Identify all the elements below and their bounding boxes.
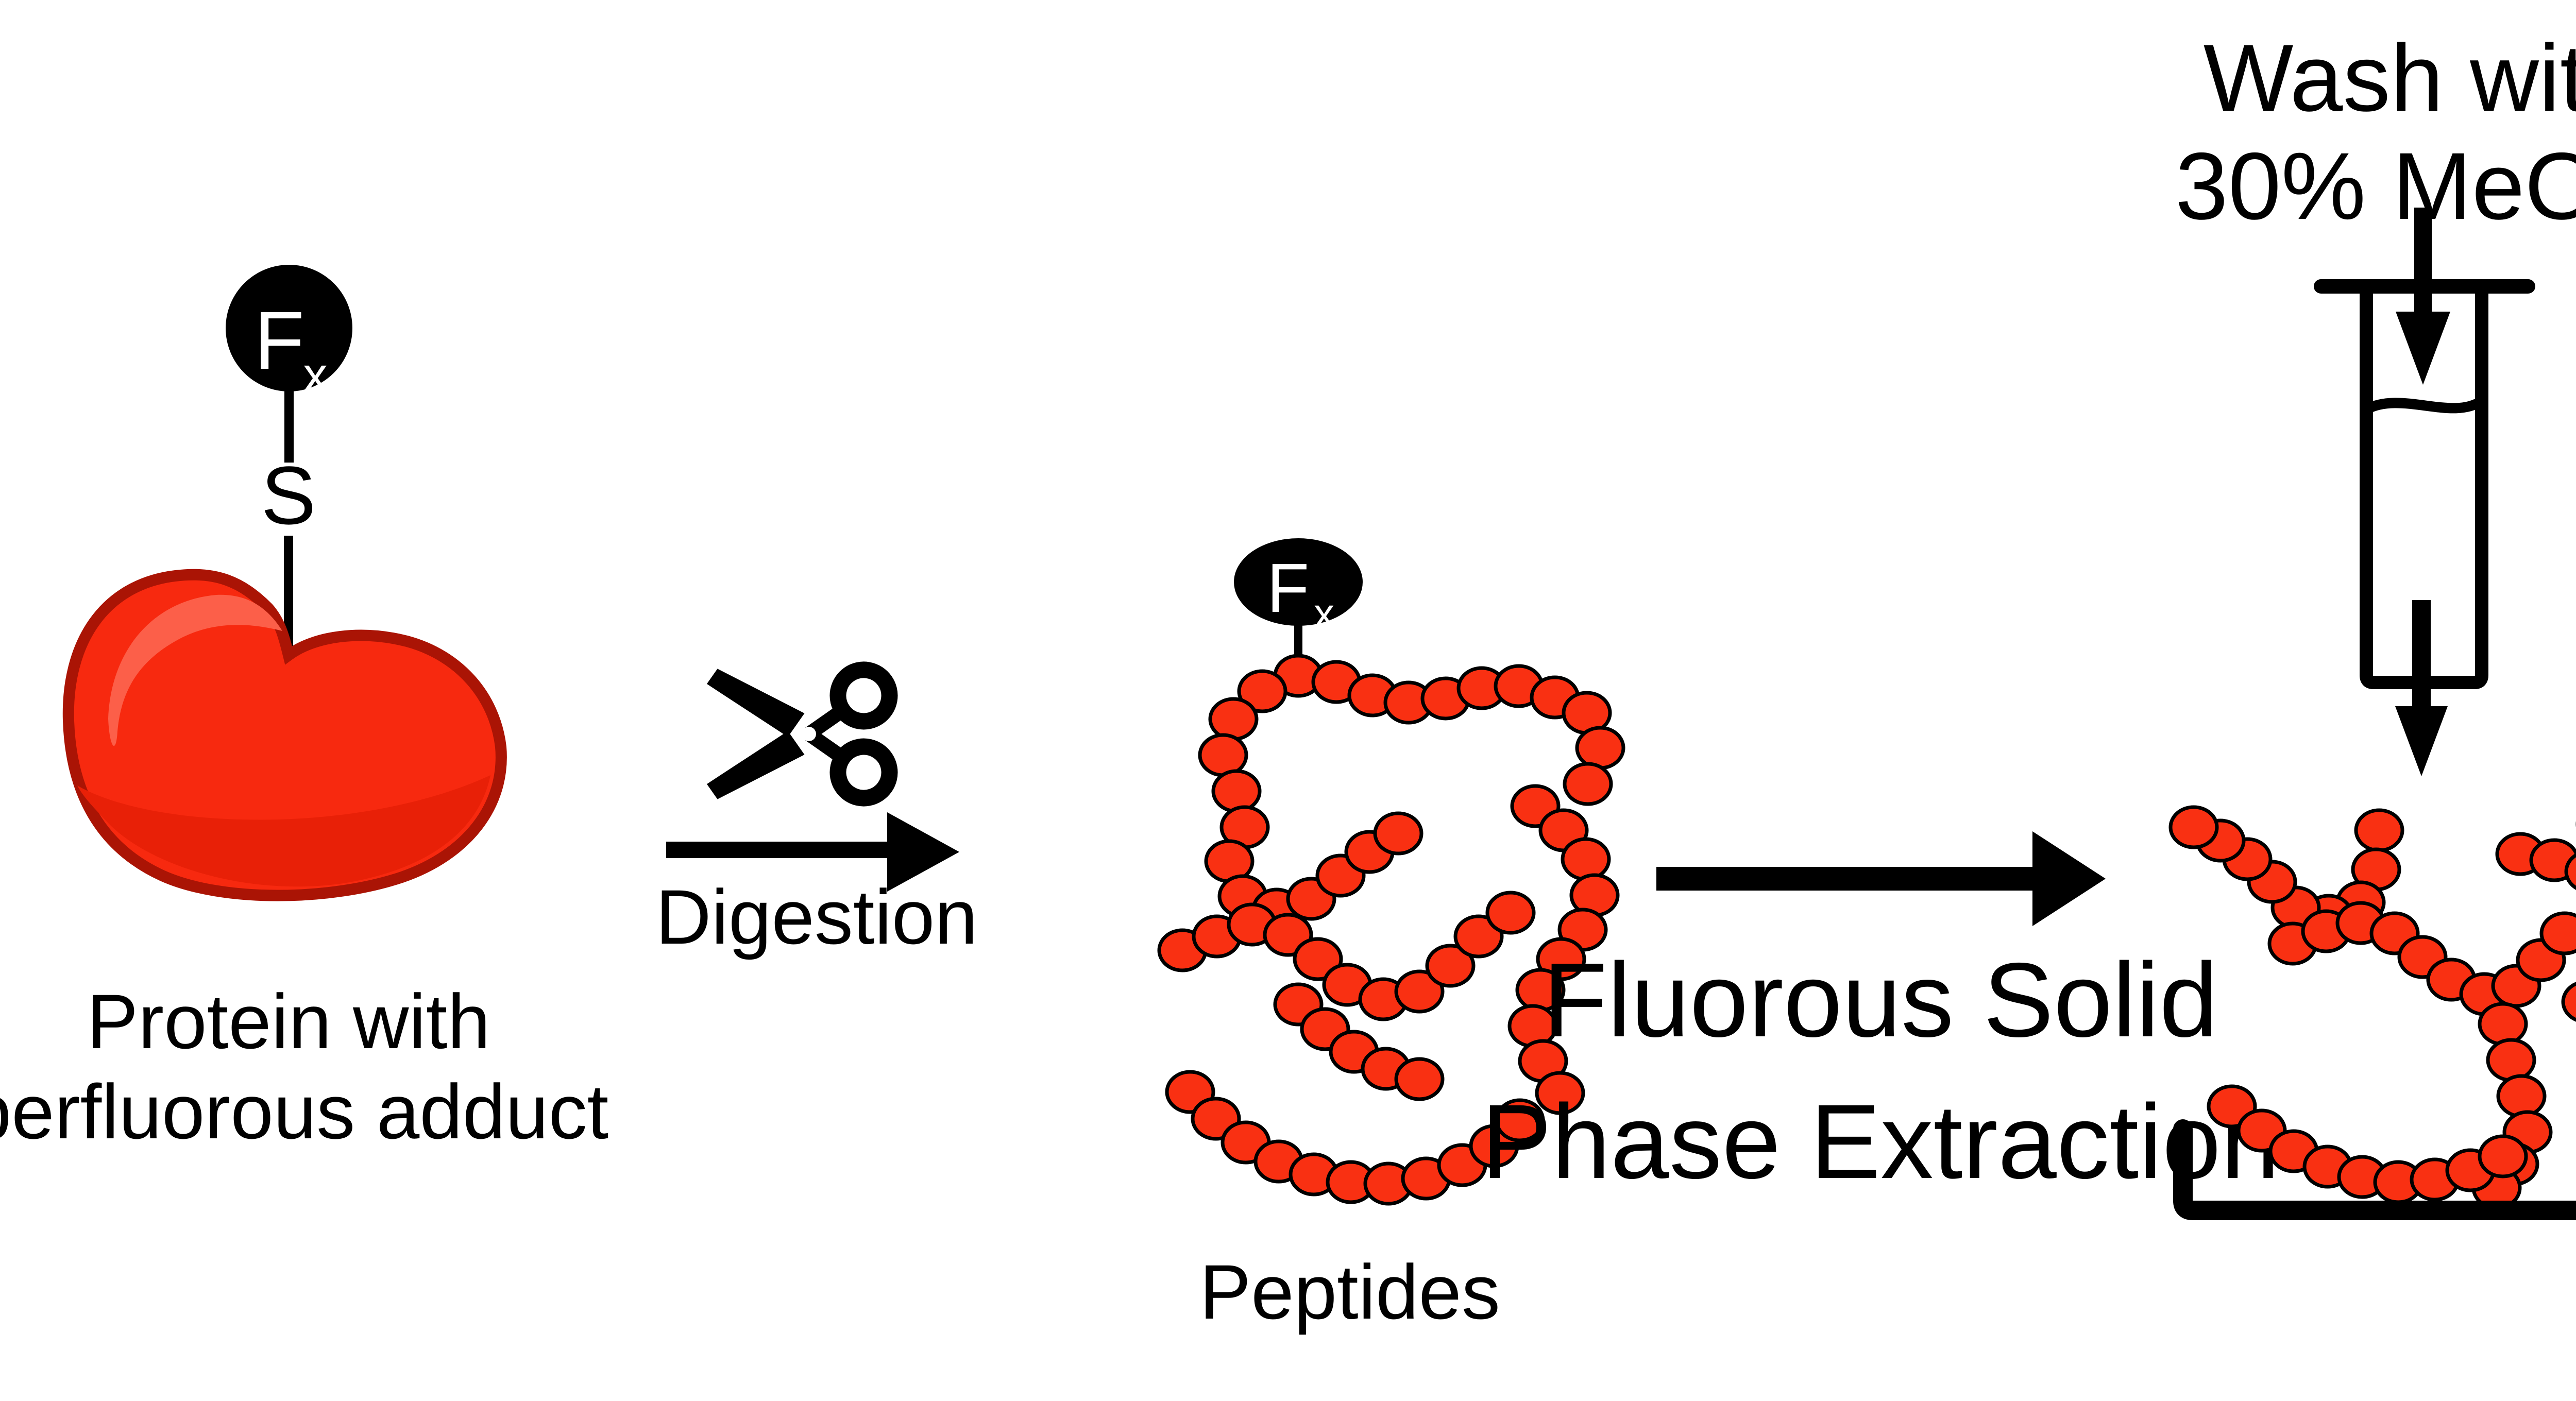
peptide-bead [1561, 837, 1611, 881]
scissors-icon [706, 661, 898, 807]
fx-label: F [1267, 549, 1309, 627]
wash-inlet-down-arrow [2396, 208, 2450, 385]
fspe-label-line1: Fluorous Solid [1543, 941, 2218, 1059]
peptides-group: F x Peptides [1157, 538, 1625, 1335]
peptide-bead [2486, 1038, 2536, 1082]
fx-badge [1234, 538, 1363, 626]
fx-label: F [254, 294, 304, 386]
fx-sub-label: x [1314, 590, 1334, 636]
peptide-bead [2478, 1002, 2528, 1046]
protein-label-line1: Protein with [87, 978, 490, 1065]
peptide-bead [1453, 914, 1504, 959]
peptide-bead [1373, 811, 1423, 856]
frit-wave [2361, 396, 2487, 415]
peptide-bead [1394, 1057, 1445, 1101]
wash-label-line2: 30% MeOH [2175, 133, 2576, 240]
wash-fraction-beads [2168, 805, 2576, 1210]
peptide-bead [1425, 944, 1476, 988]
wash-label-line1: Wash with [2204, 25, 2576, 131]
peptide-bead [1394, 969, 1445, 1014]
peptide-bead-cluster [1157, 654, 1625, 1206]
peptide-bead [1211, 769, 1262, 813]
scissors-pivot [802, 727, 816, 741]
peptide-bead [2539, 911, 2576, 955]
protein-shadow [77, 775, 490, 887]
collection-bracket [2173, 1119, 2576, 1220]
peptide-bead [2354, 808, 2404, 852]
peptide-bead [2496, 1074, 2547, 1118]
peptide-bead [1535, 1071, 1585, 1115]
peptide-bead [1293, 937, 1343, 981]
wash-outlet-down-arrow [2395, 600, 2448, 776]
fx-sub-label: x [303, 348, 328, 402]
fspe-right-arrow [1656, 831, 2106, 926]
collection-brackets [2173, 1119, 2576, 1220]
digestion-right-arrow [666, 812, 959, 892]
peptide-bead [1485, 891, 1536, 935]
peptide-bead [1575, 726, 1625, 770]
peptide-bead [1208, 697, 1259, 741]
peptide-bead [2564, 853, 2576, 890]
peptide-bead [2168, 805, 2219, 849]
fspe-label-line2: Phase Extraction [1481, 1083, 2280, 1201]
protein-adduct-group: F x S Protein with perfluorous adduct [0, 265, 608, 1155]
protein-highlight [108, 594, 282, 746]
fspe-step: Fluorous Solid Phase Extraction [1481, 831, 2280, 1201]
fx-badge [226, 265, 352, 391]
peptide-bead [2478, 1134, 2528, 1178]
peptide-bead [1198, 733, 1248, 777]
peptide-bead [2561, 982, 2576, 1022]
digestion-label: Digestion [655, 874, 977, 960]
peptides-label: Peptides [1199, 1249, 1500, 1335]
digestion-step: Digestion [655, 661, 978, 960]
peptide-bead [1237, 669, 1287, 713]
protein-label-line2: perfluorous adduct [0, 1068, 608, 1155]
peptide-bead [1495, 1098, 1545, 1142]
wash-column-group: Wash with 30% MeOH [2168, 25, 2576, 1210]
thiol-label: S [261, 449, 316, 541]
peptide-bead [1563, 762, 1613, 806]
